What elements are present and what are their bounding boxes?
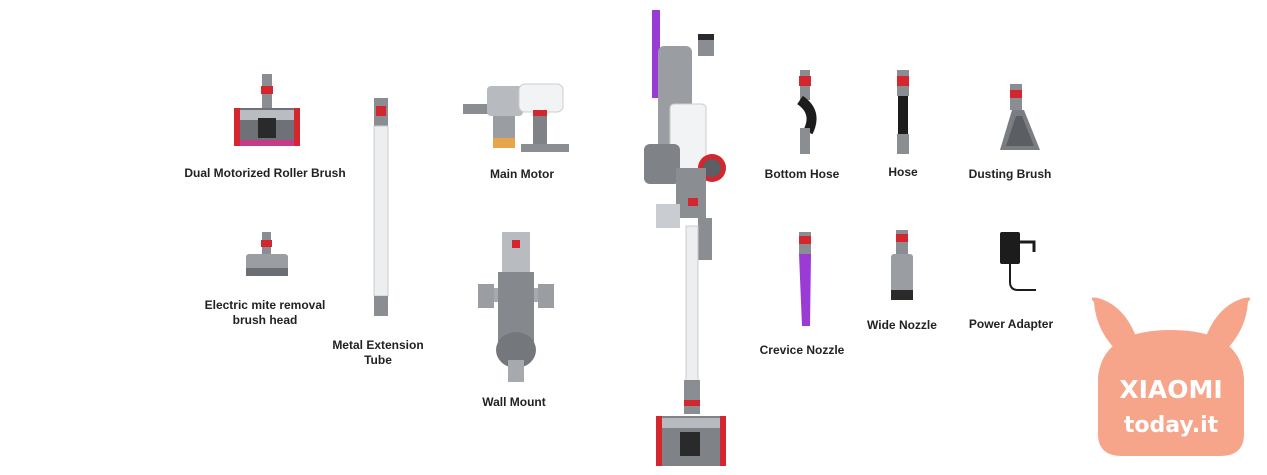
vacuum-assembled-image xyxy=(644,10,726,466)
mite-brush-label-2: brush head xyxy=(232,313,298,327)
wide-nozzle-image xyxy=(891,230,913,300)
hose-image xyxy=(897,70,909,154)
power-adapter-image xyxy=(1000,232,1036,291)
main-motor-image xyxy=(463,83,569,152)
wall-mount-image xyxy=(478,232,554,382)
watermark-brand-text: XIAOMI xyxy=(1119,375,1222,404)
crevice-nozzle-image xyxy=(799,232,811,326)
extension-tube-label-1: Metal Extension xyxy=(332,338,424,352)
bottom-hose-image xyxy=(796,70,817,154)
dusting-brush-label: Dusting Brush xyxy=(968,167,1052,181)
bottom-hose-label: Bottom Hose xyxy=(764,167,840,181)
roller-brush-image xyxy=(234,74,300,146)
wall-mount-label: Wall Mount xyxy=(482,395,546,409)
mite-brush-label-1: Electric mite removal xyxy=(204,298,326,312)
watermark-site-text: today.it xyxy=(1124,413,1219,438)
wide-nozzle-label: Wide Nozzle xyxy=(867,318,937,332)
roller-brush-label: Dual Motorized Roller Brush xyxy=(184,166,346,180)
power-adapter-label: Power Adapter xyxy=(968,317,1054,331)
extension-tube-image xyxy=(373,98,389,316)
dusting-brush-image xyxy=(1000,84,1040,150)
mite-brush-image xyxy=(246,232,288,276)
crevice-nozzle-label: Crevice Nozzle xyxy=(759,343,845,357)
extension-tube-label-2: Tube xyxy=(364,353,392,367)
xiaomi-today-logo: XIAOMI today.it xyxy=(1091,297,1251,456)
hose-label: Hose xyxy=(888,165,918,179)
main-motor-label: Main Motor xyxy=(490,167,554,181)
